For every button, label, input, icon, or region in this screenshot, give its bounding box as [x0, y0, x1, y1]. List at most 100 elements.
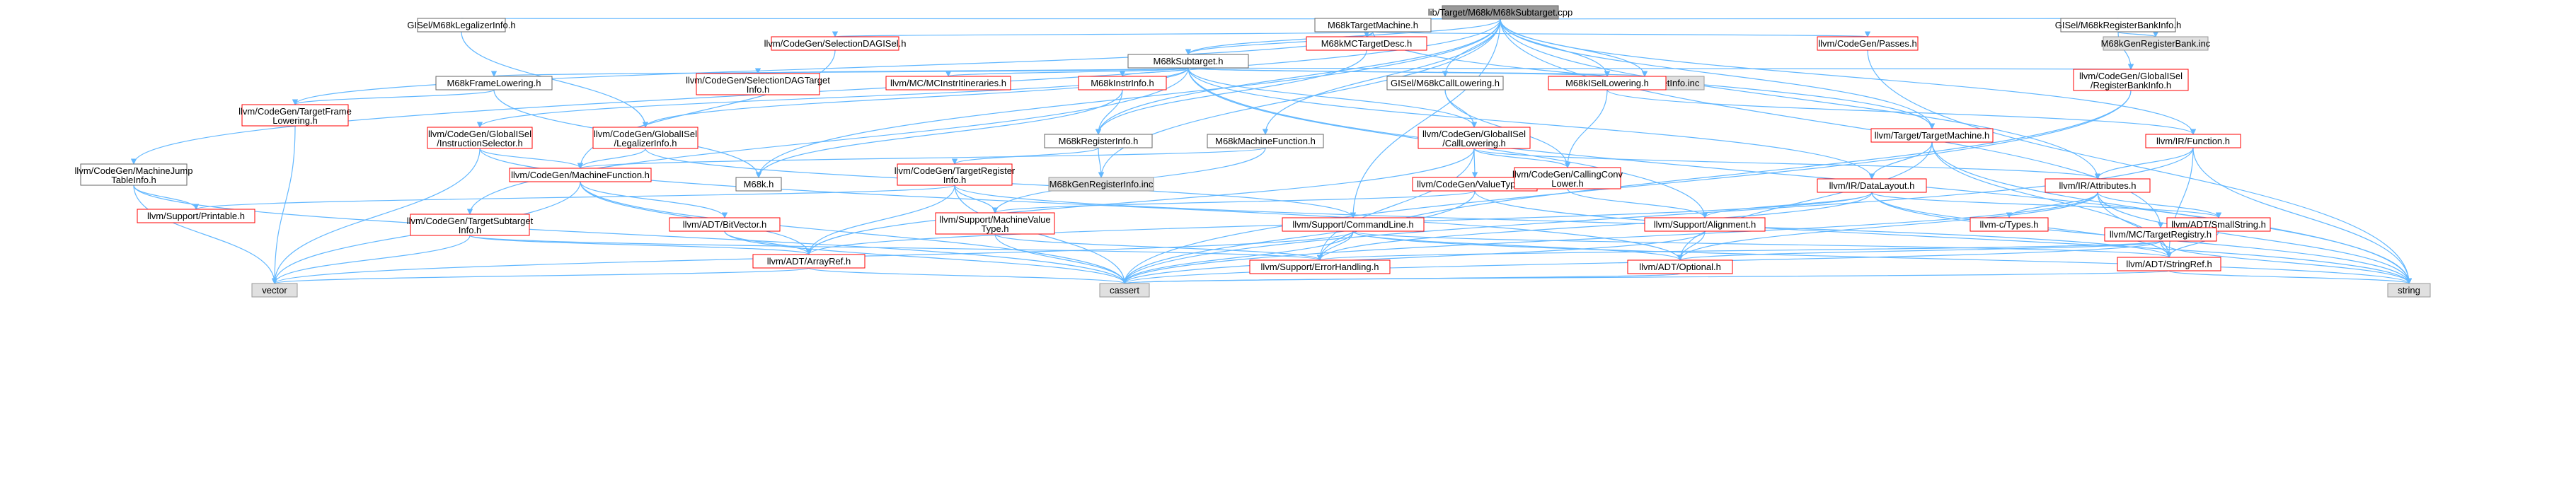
node-root[interactable]: lib/Target/M68k/M68kSubtarget.cpp	[1428, 5, 1573, 20]
node-bitvector[interactable]: llvm/ADT/BitVector.h	[669, 217, 781, 232]
node-gisel_rbi[interactable]: GISel/M68kRegisterBankInfo.h	[2055, 18, 2181, 33]
edge-jump-printable	[133, 185, 200, 210]
node-label: GISel/M68kLegalizerInfo.h	[407, 20, 515, 30]
node-box	[2060, 18, 2176, 33]
node-optional[interactable]: llvm/ADT/Optional.h	[1627, 259, 1733, 274]
node-errh[interactable]: llvm/Support/ErrorHandling.h	[1249, 259, 1391, 274]
node-label: M68kTargetMachine.h	[1328, 20, 1418, 30]
node-label: llvm/Support/Printable.h	[147, 211, 245, 221]
node-label: llvm/IR/Attributes.h	[2059, 180, 2136, 191]
node-printable[interactable]: llvm/Support/Printable.h	[137, 209, 255, 223]
node-box	[735, 177, 782, 192]
edge-tri-arrayref	[805, 185, 955, 255]
edge-subtarget-datalayout	[1188, 67, 1875, 180]
node-label: llvm/MC/MCInstrItineraries.h	[890, 78, 1006, 88]
edge-treg-optional	[1677, 240, 2161, 261]
node-passes[interactable]: llvm/CodeGen/Passes.h	[1817, 36, 1919, 51]
node-label: Type.h	[981, 223, 1008, 234]
node-ctypes[interactable]: llvm-c/Types.h	[1970, 217, 2049, 232]
edge-arrayref-cassert	[808, 267, 1127, 284]
edge-cmdline-cassert	[1121, 230, 1354, 284]
node-label: Lowering.h	[272, 115, 318, 126]
node-box	[1548, 76, 1667, 90]
node-treg[interactable]: llvm/MC/TargetRegistry.h	[2104, 227, 2217, 242]
node-label: llvm/CodeGen/MachineJump	[75, 165, 193, 176]
node-label: llvm/CodeGen/GlobalISel	[1422, 129, 1526, 139]
edge-attributes-cassert	[1121, 192, 2098, 284]
node-cmdline[interactable]: llvm/Support/CommandLine.h	[1282, 217, 1425, 232]
node-label: llvm/CodeGen/TargetRegister	[895, 165, 1016, 176]
node-datalayout[interactable]: llvm/IR/DataLayout.h	[1817, 178, 1927, 193]
nodes: lib/Target/M68k/M68kSubtarget.cppGISel/M…	[75, 5, 2431, 298]
node-instrinfo[interactable]: M68kInstrInfo.h	[1078, 76, 1167, 90]
node-label: GISel/M68kRegisterBankInfo.h	[2055, 20, 2181, 30]
node-m68kh[interactable]: M68k.h	[735, 177, 782, 192]
node-subtarget[interactable]: M68kSubtarget.h	[1127, 54, 1249, 69]
node-align[interactable]: llvm/Support/Alignment.h	[1644, 217, 1766, 232]
node-string[interactable]: string	[2387, 283, 2431, 298]
node-gisel_legal[interactable]: GISel/M68kLegalizerInfo.h	[407, 18, 516, 33]
node-geninc[interactable]: M68kGenRegisterInfo.inc	[1048, 177, 1154, 192]
node-attributes[interactable]: llvm/IR/Attributes.h	[2045, 178, 2151, 193]
edge-instrinfo-m68kh	[755, 89, 1123, 178]
node-box	[592, 127, 698, 149]
node-machfunc[interactable]: llvm/CodeGen/MachineFunction.h	[509, 168, 652, 182]
edge-isellow-ccl	[1564, 89, 1608, 168]
node-isellow[interactable]: M68kISelLowering.h	[1548, 76, 1667, 90]
edge-mctd-reginfo	[1095, 49, 1367, 135]
node-calllow[interactable]: llvm/CodeGen/GlobalISel/CallLowering.h	[1418, 127, 1531, 149]
node-box	[771, 36, 899, 51]
node-box	[435, 76, 553, 90]
node-box	[1048, 177, 1154, 192]
node-vector[interactable]: vector	[251, 283, 298, 298]
node-label: M68kMCTargetDesc.h	[1321, 38, 1413, 49]
node-gisel_call[interactable]: GISel/M68kCallLowering.h	[1386, 76, 1504, 90]
edge-datalayout-align	[1701, 192, 1873, 218]
node-label: /CallLowering.h	[1442, 138, 1506, 148]
node-tm[interactable]: M68kTargetMachine.h	[1314, 18, 1432, 33]
node-framelow[interactable]: M68kFrameLowering.h	[435, 76, 553, 90]
node-reginfo[interactable]: M68kRegisterInfo.h	[1044, 134, 1153, 148]
node-box	[897, 163, 1013, 186]
node-box	[241, 104, 349, 127]
node-label: llvm/CodeGen/Passes.h	[1818, 38, 1916, 49]
node-instsel[interactable]: llvm/CodeGen/GlobalISel/InstructionSelec…	[427, 127, 533, 149]
edge-tm-subtarget	[1185, 31, 1374, 55]
node-mcinstr[interactable]: llvm/MC/MCInstrItineraries.h	[885, 76, 1011, 90]
node-label: llvm/ADT/Optional.h	[1639, 262, 1721, 272]
node-targetmachine[interactable]: llvm/Target/TargetMachine.h	[1870, 128, 1994, 143]
edge-calllow-arrayref	[805, 148, 1475, 255]
node-label: llvm/Support/MachineValue	[939, 214, 1050, 225]
edge-subtarget-rbi	[1188, 64, 2132, 70]
edge-root-targetmachine	[1500, 18, 1936, 129]
edge-tri-printable	[193, 185, 955, 210]
node-mfunc[interactable]: M68kMachineFunction.h	[1207, 134, 1324, 148]
node-label: string	[2398, 285, 2420, 296]
node-label: llvm/ADT/ArrayRef.h	[767, 256, 851, 267]
edge-targetmachine-datalayout	[1868, 141, 1933, 180]
node-valuetypes[interactable]: llvm/CodeGen/ValueTypes.h	[1412, 177, 1538, 192]
node-cassert[interactable]: cassert	[1099, 283, 1150, 298]
node-arrayref[interactable]: llvm/ADT/ArrayRef.h	[752, 254, 866, 269]
node-box	[1817, 36, 1919, 51]
node-box	[1418, 127, 1531, 149]
node-rbi[interactable]: llvm/CodeGen/GlobalISel/RegisterBankInfo…	[2073, 69, 2189, 91]
edge-tm-seldag	[833, 30, 1374, 37]
node-box	[2387, 283, 2431, 298]
node-seldag[interactable]: llvm/CodeGen/SelectionDAGISel.h	[764, 36, 907, 51]
node-label: llvm/CodeGen/ValueTypes.h	[1417, 179, 1533, 189]
node-function[interactable]: llvm/IR/Function.h	[2145, 134, 2241, 148]
node-stringref[interactable]: llvm/ADT/StringRef.h	[2117, 257, 2221, 271]
edge-subtarget-mcinstr	[945, 67, 1189, 77]
node-mctd[interactable]: M68kMCTargetDesc.h	[1306, 36, 1427, 51]
node-legalinfo[interactable]: llvm/CodeGen/GlobalISel/LegalizerInfo.h	[592, 127, 698, 149]
node-regbank_inc[interactable]: M68kGenRegisterBank.inc	[2101, 36, 2211, 51]
edge-bitvector-arrayref	[724, 230, 812, 255]
